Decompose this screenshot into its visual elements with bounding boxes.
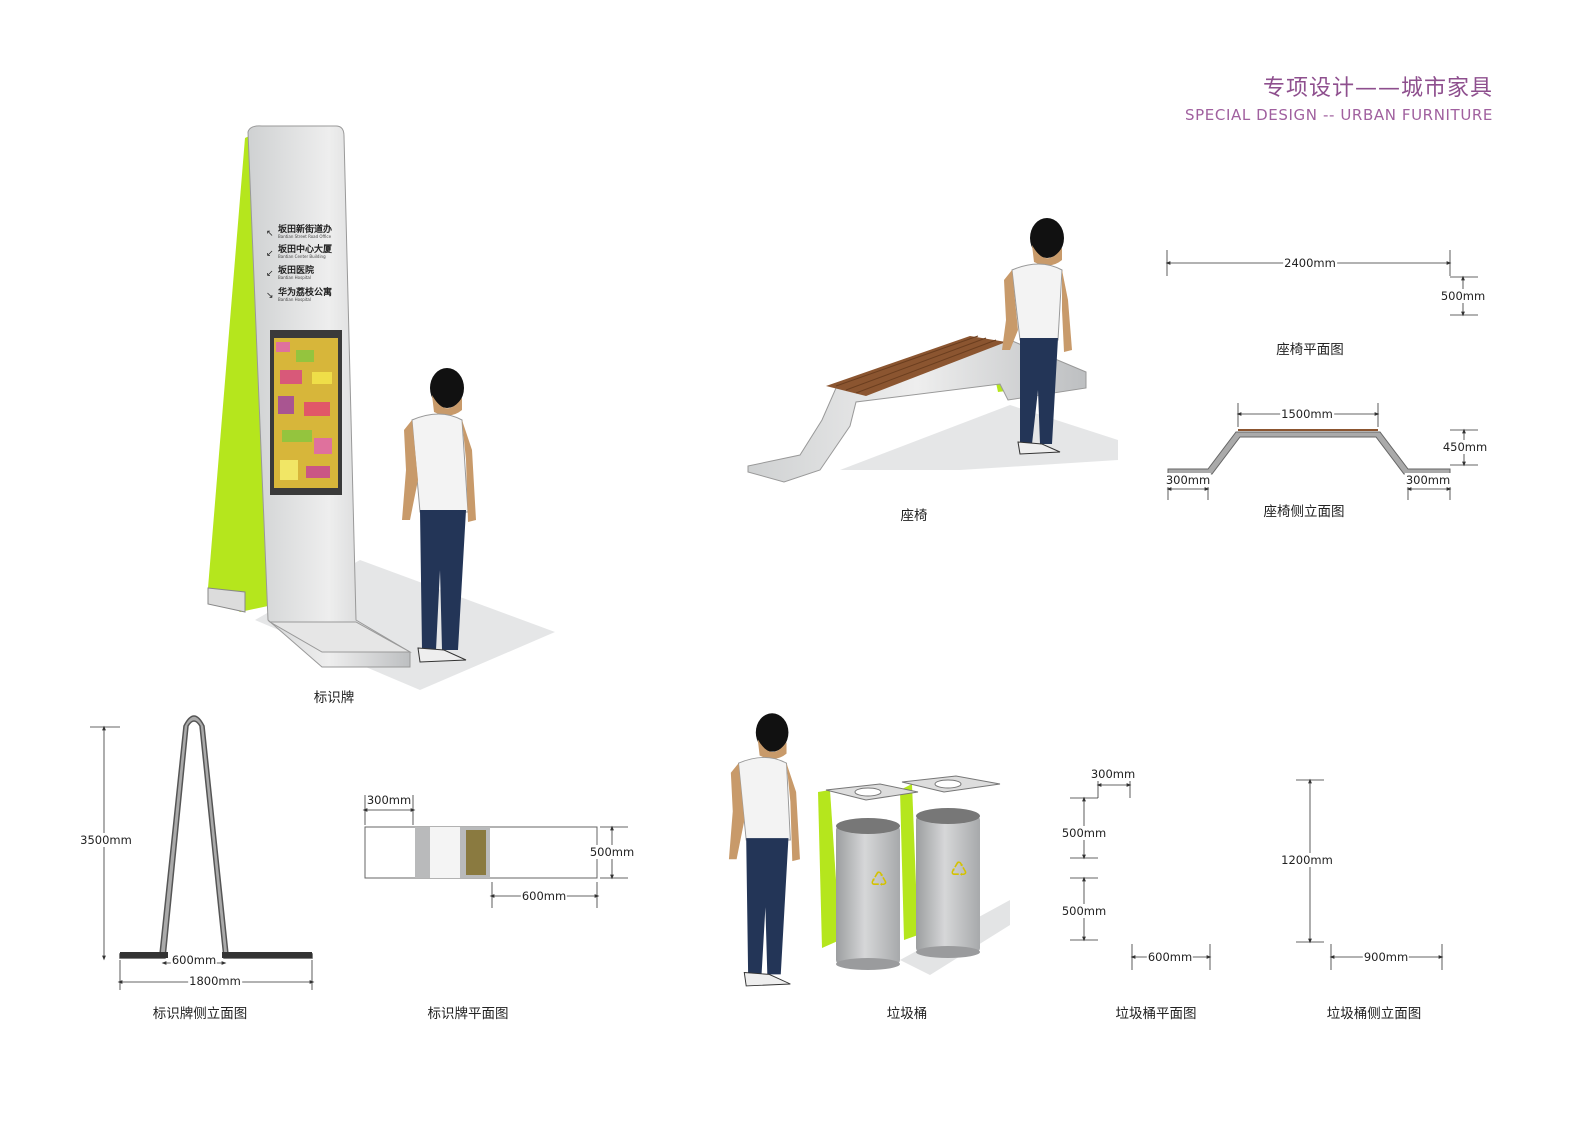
recycle-icon: ♺ [950,857,968,881]
dim-bin-top: 300mm [1089,767,1137,781]
sign-plan [362,795,628,908]
bin-can-1 [836,826,900,964]
caption-bin: 垃圾桶 [886,1006,928,1022]
dim-bench-left-foot: 300mm [1164,473,1212,487]
dim-sign-plan-edge: 300mm [365,793,413,807]
caption-sign: 标识牌 [313,690,355,706]
sign-side-elevation [90,715,315,990]
bin-side-elevation [1296,778,1444,970]
bench-side-elevation [1166,403,1478,500]
caption-bin-side: 垃圾桶侧立面图 [1326,1006,1422,1022]
dim-bench-seat: 1500mm [1280,407,1334,421]
dim-bin-lower: 500mm [1060,904,1108,918]
svg-text:↙: ↙ [266,269,274,279]
caption-bench-plan: 座椅平面图 [1276,342,1344,358]
person-figure-1 [402,368,476,663]
bin-plan [1070,772,1212,970]
sign-panel-item-4: 华为荔枝公寓 [278,286,332,298]
dim-sign-height: 3500mm [79,833,133,847]
page-subtitle: SPECIAL DESIGN -- URBAN FURNITURE [1185,106,1493,124]
bin-illustration: ♺ ♺ [818,775,1010,975]
person-figure-3 [728,713,800,987]
dim-bin-upper: 500mm [1060,826,1108,840]
person-figure-2 [1002,218,1072,455]
dim-sign-top-width: 600mm [170,953,218,967]
dim-bench-height: 450mm [1441,440,1489,454]
dim-bench-depth: 500mm [1439,289,1487,303]
sign-arrow-1: ↖ [266,229,274,239]
caption-bin-plan: 垃圾桶平面图 [1115,1006,1197,1022]
sign-panel-item-2: 坂田中心大厦 [278,243,333,255]
dim-bench-length: 2400mm [1283,256,1337,270]
caption-sign-plan: 标识牌平面图 [427,1006,509,1022]
dim-sign-plan-length: 600mm [520,889,568,903]
page-title: 专项设计——城市家具 [1262,76,1493,101]
sign-panel-item-2-en: Bantian Center Building [278,254,326,259]
svg-text:↙: ↙ [266,249,274,259]
sign-panel-item-3-en: Bantian Hospital [278,275,311,280]
recycle-icon: ♺ [870,867,888,891]
bin-can-2 [916,816,980,952]
sign-panel-item-4-en: Bantian Hospital [278,297,311,302]
sign-panel-item-1: 坂田新街道办 [278,223,332,235]
caption-bench: 座椅 [900,508,928,524]
dim-bench-right-foot: 300mm [1404,473,1452,487]
dim-bin-width: 600mm [1146,950,1194,964]
dim-bin-height: 1200mm [1280,853,1334,867]
sign-panel-item-3: 坂田医院 [278,264,314,276]
caption-sign-side: 标识牌侧立面图 [152,1006,248,1022]
dim-bin-side-width: 900mm [1362,950,1410,964]
sign-panel-item-1-en: Bantian Street Road Office [278,234,332,239]
bench-illustration [747,335,1118,483]
svg-text:↘: ↘ [266,291,274,301]
dim-sign-base-width: 1800mm [188,974,242,988]
dim-sign-plan-depth: 500mm [588,845,636,859]
sign-illustration: ↖ 坂田新街道办 ↙ 坂田中心大厦 ↙ 坂田医院 ↘ 华为荔枝公寓 Bantia… [207,125,555,690]
caption-bench-side: 座椅侧立面图 [1263,504,1345,520]
